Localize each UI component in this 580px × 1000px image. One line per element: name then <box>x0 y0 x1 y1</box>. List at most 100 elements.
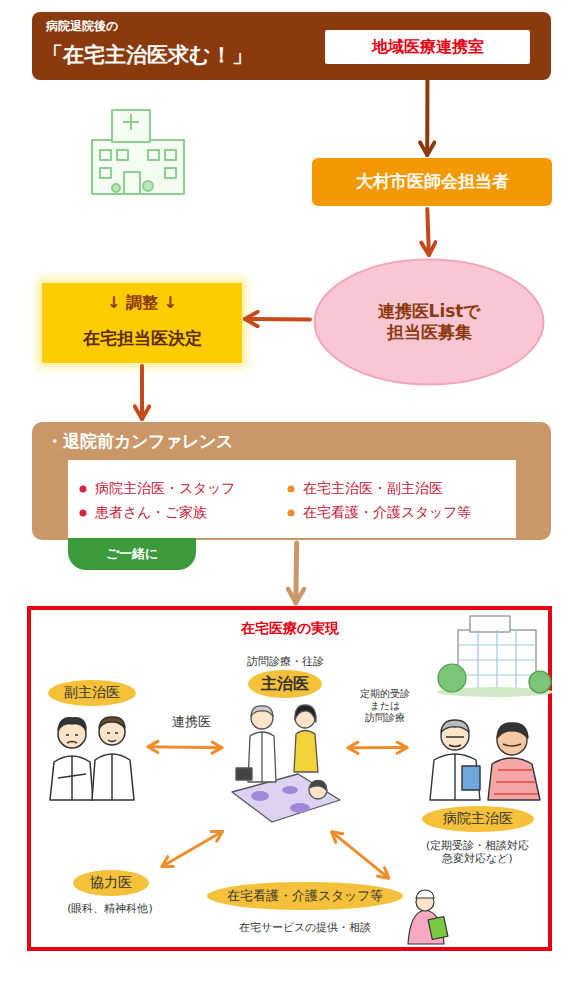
attendee-item: 在宅主治医・副主治医 <box>303 480 443 498</box>
hospital-consult-illustration <box>497 723 528 738</box>
sub-doctors-illustration <box>71 756 73 800</box>
office-box: 地域医療連携室 <box>325 30 530 64</box>
hospital-sketch <box>100 168 111 178</box>
connector-arrow <box>348 746 407 749</box>
cooperating-doctor: 協力医(眼科、精神科他) <box>45 868 175 918</box>
nurse-illustration <box>408 890 448 944</box>
bullet-dot <box>288 510 295 517</box>
sub-doctors-illustration <box>50 717 134 800</box>
hospital-sketch <box>124 172 140 194</box>
nurse-illustration <box>416 890 434 898</box>
header-title: 「在宅主治医求む！」 <box>42 42 253 68</box>
sub-doctors-illustration <box>99 717 125 728</box>
hospital-consult-illustration <box>497 725 527 755</box>
attendee-item: 病院主治医・スタッフ <box>95 480 235 498</box>
hospital-consult-illustration <box>488 758 540 800</box>
connector-arrow <box>162 832 222 867</box>
edge-label: 定期的受診 または 訪問診療 <box>353 688 417 724</box>
sub-doctors-illustration <box>58 718 86 730</box>
hospital-consult-illustration <box>503 744 521 746</box>
bullet-dot <box>80 510 87 517</box>
hospital-sketch <box>165 150 176 160</box>
role-note: (定期受診・相談対応 急変対応など) <box>410 836 545 868</box>
conference-title: ・退院前カンファレンス <box>46 431 233 452</box>
connector-arrow <box>245 317 310 321</box>
hospital-sketch <box>112 184 120 192</box>
office-label: 地域医療連携室 <box>325 30 530 64</box>
connector-arrow <box>140 366 144 419</box>
role-oval: 協力医 <box>73 870 149 896</box>
sub-doctors-illustration <box>66 735 78 743</box>
role-oval: 副主治医 <box>48 680 136 706</box>
hospital-building-illustration <box>458 630 536 690</box>
attendee-item: 患者さん・ご家族 <box>95 504 207 522</box>
main-doctor: 訪問診療・往診主治医 <box>225 655 345 830</box>
decision-box: ↓ 調整 ↓在宅担当医決定 <box>42 283 242 363</box>
sub-doctors-illustration <box>99 719 125 745</box>
realization-frame: 在宅医療の実現副主治医訪問診療・往診主治医病院主治医(定期受診・相談対応 急変対… <box>27 606 552 951</box>
sub-doctors-illustration <box>107 733 118 742</box>
hospital-consult-illustration <box>430 754 480 800</box>
hospital-sketch <box>112 110 150 142</box>
recruit-ellipse: 連携医Listで 担当医募集 <box>313 258 545 386</box>
sub-doctors-illustration <box>92 754 134 800</box>
connector-arrow <box>332 832 389 878</box>
header-band: 病院退院後の「在宅主治医求む！」 地域医療連携室 <box>32 12 551 80</box>
hospital-sketch <box>148 150 159 160</box>
hospital-sketch <box>117 150 128 160</box>
home-visit-illustration <box>309 780 326 790</box>
hospital-building-illustration <box>458 630 536 690</box>
hospital-consult-illustration <box>454 754 455 800</box>
connector-arrow <box>425 67 429 155</box>
connector-arrow <box>427 209 429 255</box>
hospital-consult-illustration <box>494 770 538 794</box>
hospital-sketch <box>143 181 153 191</box>
home-visit-illustration <box>295 705 316 722</box>
home-visit-illustration <box>251 707 273 729</box>
sub-doctors-illustration <box>58 720 86 748</box>
role-oval: 病院主治医 <box>422 806 534 832</box>
association-box: 大村市医師会担当者 <box>312 158 552 206</box>
home-visit-illustration <box>251 791 269 801</box>
attendee-item: 在宅看護・介護スタッフ等 <box>303 504 471 522</box>
edge-label: 連携医 <box>160 714 222 730</box>
home-visit-illustration <box>294 731 318 773</box>
header-subtitle: 病院退院後の <box>46 19 118 34</box>
together-label: ご一緒に <box>68 538 196 570</box>
role-note: (眼科、精神科他) <box>40 901 180 917</box>
hospital-building-illustration <box>470 616 510 632</box>
hospital-building-illustration <box>529 671 551 693</box>
home-visit-illustration <box>261 732 262 782</box>
home-visit-illustration <box>248 732 276 782</box>
connector-arrow <box>293 543 299 603</box>
hospital-sketch <box>92 110 184 194</box>
home-visit-illustration <box>251 706 273 716</box>
adjust-label: ↓ 調整 ↓ <box>42 289 242 317</box>
bullet-dot <box>80 486 295 517</box>
home-visit-illustration <box>282 786 298 794</box>
nurse-illustration <box>416 893 434 911</box>
conference-band: ・退院前カンファレンス病院主治医・スタッフ患者さん・ご家族 在宅主治医・副主治医在… <box>32 422 551 540</box>
role-oval: 主治医 <box>248 670 322 698</box>
hospital-sketch <box>100 150 111 160</box>
care-staff: 在宅看護・介護スタッフ等在宅サービスの提供・相談 <box>205 880 405 942</box>
home-visit-illustration <box>236 768 252 780</box>
sub-doctor: 副主治医 <box>40 678 145 803</box>
nurse-illustration <box>428 917 448 940</box>
connector-arrow <box>148 745 222 749</box>
hospital-consult-illustration <box>441 720 469 732</box>
association-label: 大村市医師会担当者 <box>312 158 552 206</box>
bullet-dot <box>80 486 87 493</box>
hospital-consult-illustration <box>430 720 540 800</box>
role-note: 在宅サービスの提供・相談 <box>205 920 405 936</box>
hospital-sketch <box>165 168 176 178</box>
sub-doctors-illustration <box>111 754 113 800</box>
sub-doctors-illustration <box>50 756 93 800</box>
home-visit-illustration <box>290 803 310 813</box>
hospital-sketch <box>123 114 139 130</box>
